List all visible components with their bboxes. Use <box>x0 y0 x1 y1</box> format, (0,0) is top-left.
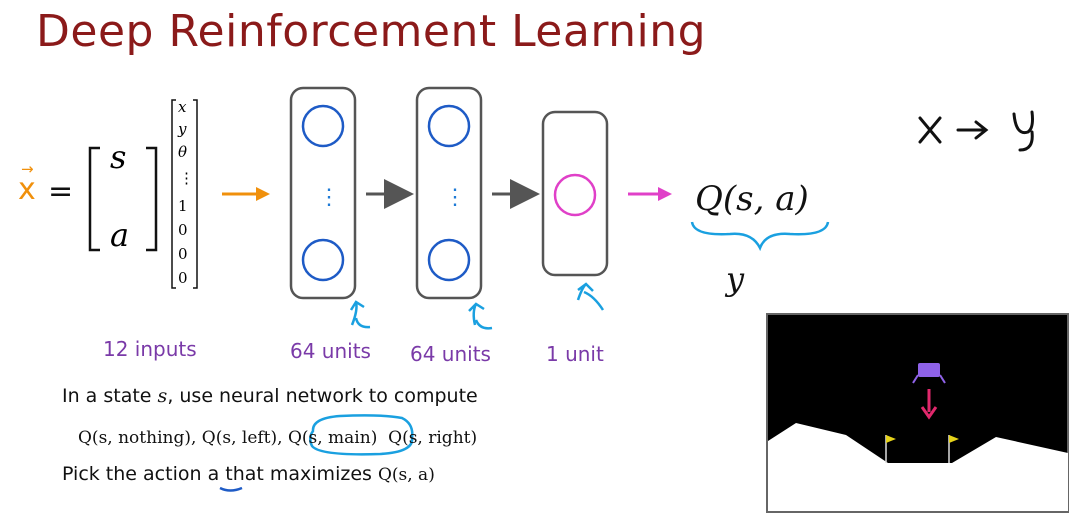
x-letter: x <box>18 172 36 207</box>
line3-a: a <box>207 463 220 485</box>
handwritten-mapping <box>918 110 1034 152</box>
q-right: Q(s, right) <box>388 428 478 448</box>
annotation-arrow-2 <box>468 302 493 330</box>
right-bracket <box>146 146 158 252</box>
col-theta: θ <box>178 143 187 161</box>
q-nothing: Q(s, nothing), <box>78 428 197 448</box>
text-line-1: In a state s, use neural network to comp… <box>62 385 478 407</box>
state-action-vector: s a <box>88 138 158 254</box>
hidden-layer-1: ⋮ <box>289 86 357 300</box>
col-dots: ⋮ <box>179 169 194 187</box>
underbrace-annotation <box>690 221 830 252</box>
landing-flag-left <box>885 435 896 463</box>
layer-dots: ⋮ <box>318 185 340 210</box>
q-left: Q(s, left), <box>201 428 283 448</box>
label-layer2-units: 64 units <box>410 342 491 366</box>
line3-prefix: Pick the action <box>62 463 208 485</box>
col-0b: 0 <box>178 245 188 263</box>
slide-title: Deep Reinforcement Learning <box>36 6 707 57</box>
hidden-layer-2: ⋮ <box>415 86 483 300</box>
col-1: 1 <box>178 197 188 215</box>
output-q-expression: Q(s, a) <box>695 179 809 219</box>
vector-a: a <box>110 216 129 254</box>
vector-arrow-icon: → <box>21 160 34 178</box>
unit-circle <box>301 104 345 148</box>
equals-sign: = <box>48 174 74 209</box>
label-output-unit: 1 unit <box>546 342 604 366</box>
line1-suffix: , use neural network to compute <box>167 385 478 407</box>
annotation-arrow-1 <box>349 300 371 329</box>
vector-s: s <box>110 138 126 176</box>
col-x: x <box>178 98 187 116</box>
output-layer <box>541 110 609 277</box>
line3-mid: that maximizes <box>219 463 378 485</box>
line1-var-s: s <box>157 385 168 407</box>
output-arrow <box>628 187 672 201</box>
lander-icon <box>912 363 946 384</box>
target-y: y <box>724 260 745 298</box>
col-left-bracket <box>171 99 176 289</box>
highlight-circle-main <box>309 414 414 456</box>
unit-circle <box>427 104 471 148</box>
col-y: y <box>177 120 187 138</box>
state-column-vector: x y θ ⋮ 1 0 0 0 <box>171 98 198 289</box>
label-layer1-units: 64 units <box>290 339 371 363</box>
line3-q: Q(s, a) <box>377 465 435 485</box>
landing-flag-right <box>948 435 959 463</box>
unit-circle <box>301 238 345 282</box>
annotation-arrow-3 <box>576 282 605 311</box>
layer-dots: ⋮ <box>444 185 466 210</box>
q-main: Q(s, main) <box>287 428 378 448</box>
col-0a: 0 <box>178 221 188 239</box>
output-unit-circle <box>553 173 597 217</box>
input-arrow <box>222 187 270 201</box>
moon-terrain <box>768 423 1068 511</box>
label-inputs: 12 inputs <box>103 337 197 361</box>
line1-prefix: In a state <box>62 385 158 407</box>
lunar-lander-frame <box>766 313 1069 513</box>
col-0c: 0 <box>178 269 188 287</box>
text-line-2: Q(s, nothing), Q(s, left), Q(s, main) Q(… <box>78 428 477 448</box>
unit-circle <box>427 238 471 282</box>
left-bracket <box>88 146 100 252</box>
col-right-bracket <box>193 99 198 289</box>
text-line-3: Pick the action a that maximizes Q(s, a) <box>62 463 435 485</box>
thrust-down-arrow-icon <box>920 389 938 420</box>
input-x-symbol: → x <box>18 160 36 207</box>
underline-a <box>219 486 243 492</box>
